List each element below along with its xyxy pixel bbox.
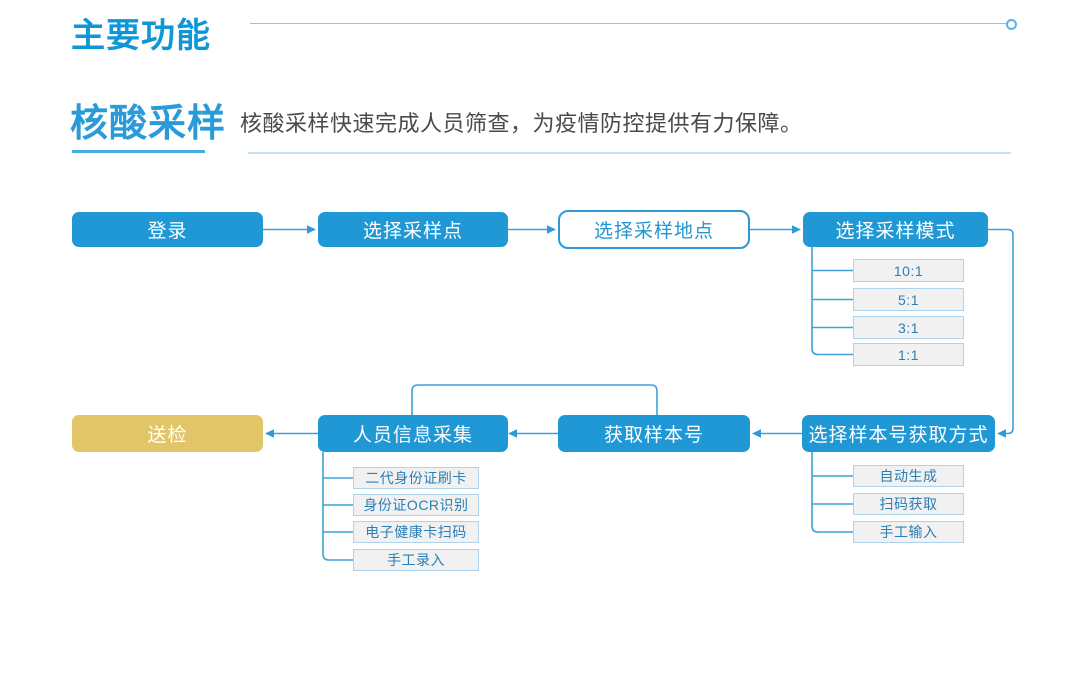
- tree-person-info-options: [322, 452, 353, 561]
- flow-node-login: 登录: [72, 212, 263, 247]
- flow-node-select-point: 选择采样点: [318, 212, 508, 247]
- flow-node-person-info: 人员信息采集: [318, 415, 508, 452]
- mode-option-5-1: 5:1: [853, 288, 964, 311]
- mode-option-10-1: 10:1: [853, 259, 964, 282]
- flow-node-get-sample-no: 获取样本号: [558, 415, 750, 452]
- tree-mode-options: [811, 247, 853, 356]
- connector-get-sample-loop: [411, 384, 658, 415]
- section-description: 核酸采样快速完成人员筛查，为疫情防控提供有力保障。: [240, 111, 803, 136]
- sample-no-option-manual: 手工输入: [853, 521, 964, 543]
- page-title: 主要功能: [71, 17, 211, 55]
- mode-option-1-1: 1:1: [853, 343, 964, 366]
- arrow-sample-method-to-get-sample: [752, 429, 802, 438]
- person-info-option-manual-entry: 手工录入: [353, 549, 479, 571]
- section-title-underline: [72, 150, 205, 153]
- section-title: 核酸采样: [70, 103, 227, 145]
- person-info-option-id-card: 二代身份证刷卡: [353, 467, 479, 489]
- sample-no-option-auto: 自动生成: [853, 465, 964, 487]
- section-divider: [248, 152, 1011, 154]
- person-info-option-ocr: 身份证OCR识别: [353, 494, 479, 516]
- title-rule-endpoint-dot: [1006, 19, 1017, 30]
- arrow-login-to-select-point: [263, 225, 316, 234]
- arrow-select-location-to-select-mode: [750, 225, 801, 234]
- person-info-option-health-card: 电子健康卡扫码: [353, 521, 479, 543]
- flow-node-send-inspect: 送检: [72, 415, 263, 452]
- arrow-get-sample-to-person-info: [508, 429, 558, 438]
- arrow-select-point-to-select-location: [508, 225, 556, 234]
- flow-node-select-sample-no-method: 选择样本号获取方式: [802, 415, 995, 452]
- sample-no-option-scan: 扫码获取: [853, 493, 964, 515]
- tree-sample-no-options: [811, 452, 853, 533]
- title-rule: [250, 23, 1008, 24]
- flow-node-select-location: 选择采样地点: [558, 210, 750, 249]
- arrow-person-info-to-send-inspect: [265, 429, 318, 438]
- flow-node-select-mode: 选择采样模式: [803, 212, 988, 247]
- mode-option-3-1: 3:1: [853, 316, 964, 339]
- connector-select-mode-to-sample-method: [988, 228, 1014, 438]
